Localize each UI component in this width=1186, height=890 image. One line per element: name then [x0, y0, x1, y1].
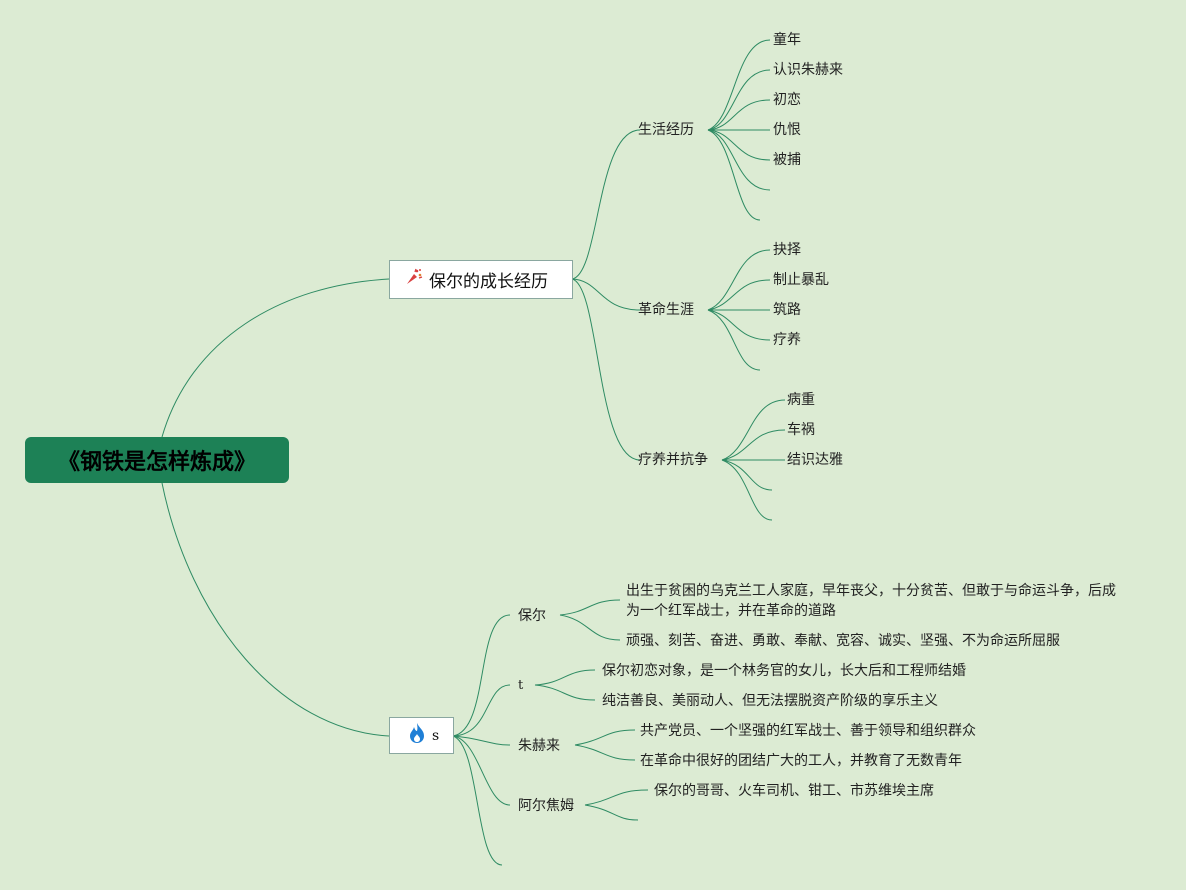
- leaf-item[interactable]: 车祸: [787, 422, 815, 438]
- leaf-item[interactable]: 抉择: [773, 242, 801, 258]
- fire-icon: [407, 722, 427, 749]
- group-life[interactable]: 生活经历: [638, 122, 694, 138]
- character-detail[interactable]: 保尔的哥哥、火车司机、钳工、市苏维埃主席: [654, 783, 934, 799]
- leaf-item[interactable]: 疗养: [773, 332, 801, 348]
- character-name[interactable]: 朱赫来: [518, 738, 560, 754]
- leaf-item[interactable]: 筑路: [773, 302, 801, 318]
- root-title: 《钢铁是怎样炼成》: [57, 450, 256, 475]
- branch-characters[interactable]: s: [389, 717, 454, 754]
- character-detail[interactable]: 出生于贫困的乌克兰工人家庭，早年丧父，十分贫苦、但敢于与命运斗争，后成: [626, 583, 1116, 599]
- leaf-item[interactable]: 被捕: [773, 152, 801, 168]
- leaf-item[interactable]: 病重: [787, 392, 815, 408]
- character-detail[interactable]: 顽强、刻苦、奋进、勇敢、奉献、宽容、诚实、坚强、不为命运所屈服: [626, 633, 1060, 649]
- leaf-item[interactable]: 结识达雅: [787, 452, 843, 468]
- group-revolution[interactable]: 革命生涯: [638, 302, 694, 318]
- character-name[interactable]: 保尔: [518, 608, 546, 624]
- branch-growth-experience[interactable]: 保尔的成长经历: [389, 260, 573, 299]
- leaf-item[interactable]: 认识朱赫来: [773, 62, 843, 78]
- root-topic[interactable]: 《钢铁是怎样炼成》: [25, 437, 289, 483]
- character-name[interactable]: t: [518, 678, 524, 693]
- party-popper-icon: [404, 267, 424, 292]
- character-detail[interactable]: 为一个红军战士，并在革命的道路: [626, 603, 836, 619]
- leaf-item[interactable]: 童年: [773, 32, 801, 48]
- branch-growth-title: 保尔的成长经历: [429, 272, 548, 292]
- leaf-item[interactable]: 仇恨: [773, 122, 801, 138]
- character-detail[interactable]: 保尔初恋对象，是一个林务官的女儿，长大后和工程师结婚: [602, 663, 966, 679]
- character-name[interactable]: 阿尔焦姆: [518, 798, 574, 814]
- branch-characters-title: s: [432, 727, 440, 744]
- character-detail[interactable]: 纯洁善良、美丽动人、但无法摆脱资产阶级的享乐主义: [602, 693, 938, 709]
- group-recovery[interactable]: 疗养并抗争: [638, 452, 708, 468]
- character-detail[interactable]: 在革命中很好的团结广大的工人，并教育了无数青年: [640, 753, 962, 769]
- leaf-item[interactable]: 制止暴乱: [773, 272, 829, 288]
- leaf-item[interactable]: 初恋: [773, 92, 801, 108]
- character-detail[interactable]: 共产党员、一个坚强的红军战士、善于领导和组织群众: [640, 723, 976, 739]
